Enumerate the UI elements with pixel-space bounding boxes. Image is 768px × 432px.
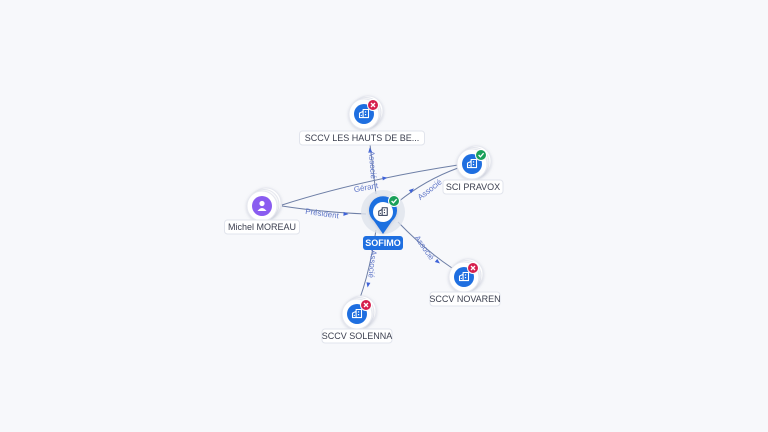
node-label: SCCV LES HAUTS DE BE... [299,130,425,146]
node-label: Michel MOREAU [224,219,300,235]
edge-sofimo-pravox [397,167,459,203]
edge-arrow-icon [408,188,414,194]
check-badge-icon [388,195,400,207]
edge-arrow-icon [434,258,440,264]
node-label-text: SCCV SOLENNA [322,331,393,341]
building-icon [458,271,470,282]
building-icon [466,158,478,169]
node-label-text: SCI PRAVOX [446,182,500,192]
edge-label: Associé [366,250,378,279]
edge-label: Associé [413,234,437,263]
edge-label: Gérant [353,181,379,194]
node-solenna[interactable]: SCCV SOLENNA [321,295,393,344]
center-node-label: SOFIMO [363,236,403,250]
building-icon [351,308,363,319]
node-novaren[interactable]: SCCV NOVAREN [429,258,501,307]
edge-label: Associé [367,151,378,180]
node-moreau[interactable]: Michel MOREAU [224,187,300,235]
edge-arrow-icon [382,176,388,181]
node-label-text: SOFIMO [365,238,401,248]
close-badge-icon [467,262,479,274]
node-label: SCCV NOVAREN [429,291,501,307]
building-icon [378,207,388,216]
node-hauts[interactable]: SCCV LES HAUTS DE BE... [299,95,425,146]
node-label-text: SCCV LES HAUTS DE BE... [305,133,420,143]
edge-moreau-pravox [281,164,459,206]
edge-label: Président [305,207,340,221]
edge-moreau-sofimo [281,205,367,215]
node-label: SCCV SOLENNA [321,328,393,344]
edge-arrow-icon [368,147,373,153]
edge-arrow-icon [366,282,371,288]
close-badge-icon [367,99,379,111]
center-node-sofimo[interactable]: SOFIMO [361,190,405,250]
node-label: SCI PRAVOX [442,179,504,195]
edge-arrow-icon [343,211,349,216]
node-label-text: SCCV NOVAREN [429,294,500,304]
edge-sofimo-novaren [397,221,453,269]
check-badge-icon [475,149,487,161]
node-label-text: Michel MOREAU [228,222,296,232]
person-icon [257,200,267,211]
close-badge-icon [360,299,372,311]
node-pravox[interactable]: SCI PRAVOX [442,145,504,195]
building-icon [358,108,370,119]
